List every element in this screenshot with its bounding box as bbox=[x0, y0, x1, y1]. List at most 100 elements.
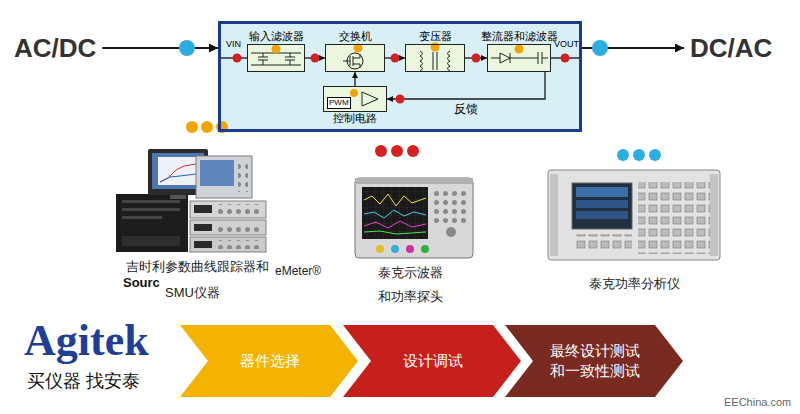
curve-tracer-picture bbox=[160, 174, 196, 182]
cyan-dot bbox=[179, 40, 195, 56]
curve-tracer-picture bbox=[122, 200, 180, 203]
power-analyzer-picture bbox=[576, 211, 628, 219]
circuit-symbol bbox=[362, 92, 378, 106]
curve-tracer-picture bbox=[190, 237, 266, 252]
instrument-caption: SMU仪器 bbox=[165, 285, 220, 301]
red-dot bbox=[375, 145, 387, 157]
instrument-caption: 泰克功率分析仪 bbox=[589, 276, 680, 292]
chevron-shape bbox=[505, 325, 683, 397]
block-title: 整流器和滤波器 bbox=[481, 30, 558, 43]
curve-tracer-picture bbox=[158, 157, 198, 185]
power-analyzer-picture bbox=[638, 182, 710, 254]
stage-chevron: 最终设计测试 和一致性测试 bbox=[505, 325, 683, 397]
red-dot bbox=[233, 54, 570, 158]
curve-tracer-picture bbox=[190, 220, 266, 235]
circuit-symbol bbox=[251, 53, 301, 65]
block-fill bbox=[487, 44, 551, 72]
node-text: AC/DC bbox=[14, 33, 96, 63]
process-box: 输入滤波器 bbox=[247, 44, 305, 72]
power-analyzer-picture bbox=[572, 183, 632, 229]
red-dot bbox=[561, 54, 570, 63]
circuit-symbol bbox=[510, 53, 511, 63]
red-dot bbox=[472, 54, 481, 63]
chevron-shape bbox=[180, 325, 358, 397]
red-dot bbox=[391, 54, 400, 63]
cyan-dot bbox=[179, 40, 661, 161]
curve-tracer-picture bbox=[122, 236, 180, 246]
orange-dot bbox=[515, 45, 524, 54]
curve-tracer-picture bbox=[194, 241, 212, 248]
chevron-shape bbox=[343, 325, 521, 397]
process-box: 交换机 bbox=[325, 44, 385, 72]
instrument-caption: eMeter® bbox=[275, 263, 321, 279]
curve-tracer-picture bbox=[238, 162, 248, 192]
converter-box: VINVOUT输入滤波器交换机变压器整流器和滤波器PWM控制电路 bbox=[218, 21, 582, 132]
curve-tracer-picture bbox=[122, 216, 162, 219]
circuit-symbol bbox=[491, 52, 548, 64]
power-analyzer-picture bbox=[548, 170, 720, 260]
node-text: 最终设计测试 和一致性测试 bbox=[546, 341, 644, 381]
red-dot bbox=[396, 95, 405, 104]
edge-label: 反馈 bbox=[452, 102, 480, 116]
instrument-caption: Sourc bbox=[123, 275, 160, 291]
connector-arrow bbox=[102, 47, 218, 49]
curve-tracer-picture bbox=[216, 204, 262, 214]
oscilloscope-picture bbox=[362, 187, 428, 239]
instrument-caption: 吉时利参数曲线跟踪器和 bbox=[126, 259, 269, 275]
oscilloscope-picture bbox=[446, 227, 456, 237]
control-box: PWM控制电路 bbox=[323, 86, 387, 112]
cyan-dot bbox=[633, 149, 645, 161]
block-fill bbox=[325, 44, 385, 72]
oscilloscope-picture bbox=[364, 221, 426, 228]
curve-tracer-picture bbox=[216, 223, 262, 232]
oscilloscope-picture bbox=[355, 178, 473, 258]
endpoint-text: DC/AC bbox=[690, 33, 772, 63]
cyan-dot bbox=[592, 40, 608, 56]
oscilloscope-picture bbox=[391, 245, 399, 253]
power-analyzer-picture bbox=[550, 174, 558, 256]
connector-arrow bbox=[354, 72, 355, 86]
circuit-symbol bbox=[433, 52, 437, 70]
oscilloscope-picture bbox=[421, 245, 429, 253]
red-dot bbox=[391, 145, 403, 157]
node-text: 设计调试 bbox=[403, 351, 463, 371]
endpoint-text: AC/DC bbox=[14, 33, 96, 63]
chevron-shape bbox=[505, 325, 683, 397]
oscilloscope-picture bbox=[434, 188, 468, 224]
stage-chevron: 器件选择 bbox=[180, 325, 358, 397]
curve-tracer-picture bbox=[196, 156, 252, 198]
oscilloscope-picture bbox=[406, 245, 414, 253]
block-fill bbox=[247, 44, 551, 112]
block-fill bbox=[323, 86, 387, 112]
red-dot bbox=[311, 54, 320, 63]
oscilloscope-picture bbox=[364, 210, 426, 218]
instrument-caption: 泰克示波器 bbox=[378, 265, 443, 281]
power-analyzer-picture bbox=[576, 200, 628, 208]
curve-tracer-picture bbox=[170, 195, 186, 199]
oscilloscope-picture bbox=[364, 194, 426, 206]
orange-dot bbox=[186, 43, 524, 134]
curve-tracer-picture bbox=[200, 160, 234, 186]
cyan-dot bbox=[649, 149, 661, 161]
orange-dot bbox=[272, 45, 281, 54]
cyan-dot bbox=[617, 149, 629, 161]
brand-logo: Agitek bbox=[24, 318, 149, 364]
power-analyzer-picture bbox=[710, 174, 718, 256]
block-title: 控制电路 bbox=[333, 112, 377, 125]
curve-tracer-picture bbox=[116, 149, 266, 252]
oscilloscope-picture bbox=[355, 178, 473, 184]
circuit-symbol bbox=[251, 51, 548, 106]
curve-tracer-picture bbox=[116, 194, 188, 252]
oscilloscope-picture bbox=[376, 245, 384, 253]
converter-panel-fill bbox=[218, 21, 582, 132]
watermark: EEChina.com bbox=[724, 396, 791, 409]
block-fill bbox=[247, 44, 305, 72]
block-title: 交换机 bbox=[339, 30, 372, 43]
red-dot bbox=[407, 145, 419, 157]
brand-slogan: 买仪器 找安泰 bbox=[27, 370, 140, 392]
block-title: 变压器 bbox=[419, 30, 452, 43]
process-box: 变压器 bbox=[405, 44, 465, 72]
pin-name: VOUT bbox=[554, 39, 579, 50]
pin-name: VIN bbox=[226, 39, 241, 50]
